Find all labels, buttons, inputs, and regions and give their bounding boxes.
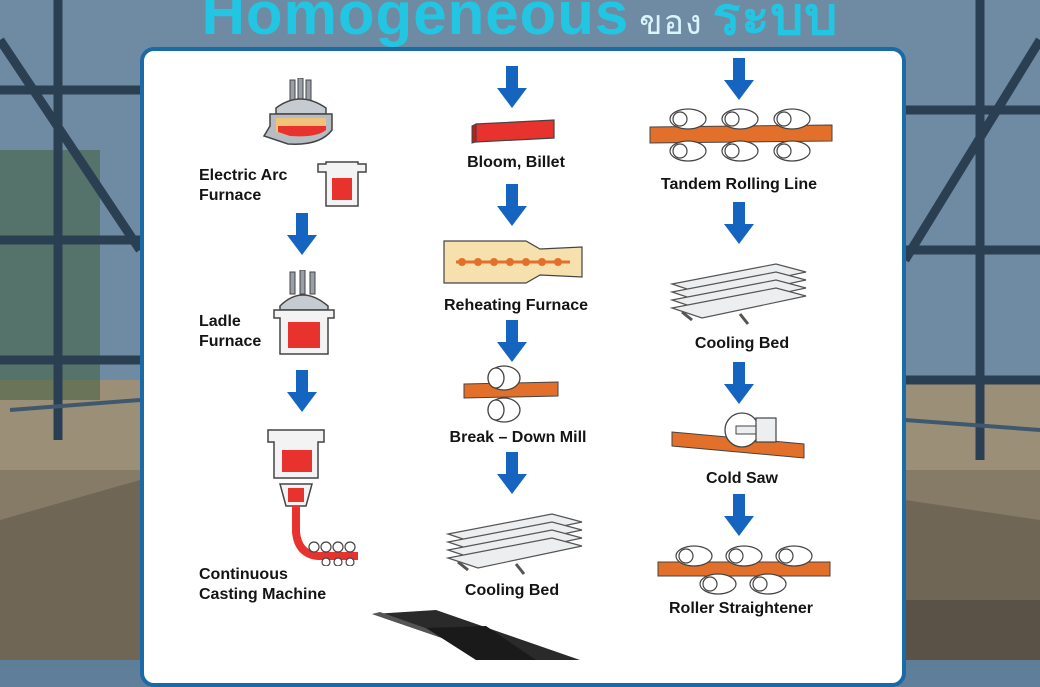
- continuous-casting-icon: [267, 429, 358, 566]
- label-tandem-rolling-line: Tandem Rolling Line: [660, 176, 818, 193]
- tandem-rolling-line-icon: [649, 108, 833, 162]
- flow-arrow-down-icon: [497, 66, 527, 108]
- label-ladle-furnace: Ladle Furnace: [199, 313, 262, 350]
- flow-arrow-down-icon: [287, 370, 317, 412]
- flow-arrow-down-icon: [724, 202, 754, 244]
- title-part2: ของ: [639, 4, 703, 42]
- ladle-furnace-icon: [273, 270, 335, 355]
- label-cooling-bed-col3: Cooling Bed: [694, 335, 790, 352]
- h-beam-product-image: [372, 610, 580, 660]
- cooling-bed-icon: [446, 513, 583, 575]
- cold-saw-icon: [671, 412, 805, 459]
- label-continuous-casting: Continuous Casting Machine: [199, 566, 327, 603]
- flow-arrow-down-icon: [497, 184, 527, 226]
- title-part3: ระบบ: [712, 0, 839, 46]
- label-cold-saw: Cold Saw: [705, 470, 779, 487]
- bloom-billet-icon: [471, 119, 555, 144]
- label-roller-straightener: Roller Straightener: [668, 600, 814, 617]
- break-down-mill-icon: [463, 365, 559, 423]
- label-cooling-bed-col2: Cooling Bed: [464, 582, 560, 599]
- label-reheating-furnace: Reheating Furnace: [443, 297, 589, 314]
- title-part1: Homogeneous: [201, 0, 630, 47]
- flow-arrow-down-icon: [724, 58, 754, 100]
- label-electric-arc-furnace: Electric Arc Furnace: [199, 167, 288, 204]
- flow-arrow-down-icon: [497, 452, 527, 494]
- flow-arrow-down-icon: [287, 213, 317, 255]
- ladle-small-icon: [317, 161, 367, 207]
- label-break-down-mill: Break – Down Mill: [449, 429, 587, 446]
- electric-arc-furnace-icon: [262, 78, 333, 145]
- flow-arrow-down-icon: [497, 320, 527, 362]
- roller-straightener-icon: [657, 545, 831, 595]
- flow-arrow-down-icon: [724, 494, 754, 536]
- reheating-furnace-icon: [443, 240, 583, 284]
- cooling-bed-icon: [670, 263, 807, 325]
- flow-arrow-down-icon: [724, 362, 754, 404]
- label-bloom-billet: Bloom, Billet: [467, 154, 565, 171]
